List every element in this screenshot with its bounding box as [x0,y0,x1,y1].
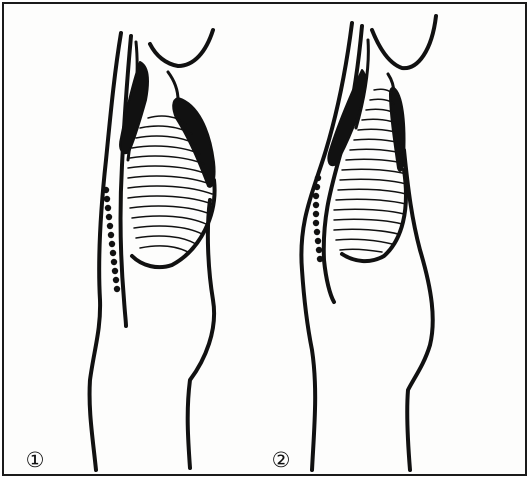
panel-1-spinous-processes [103,187,120,292]
panel-2-neck-outline [372,16,436,68]
panel-1-illustration [90,30,215,470]
panel-2-illustration [301,16,436,470]
panel-1-label: ① [22,448,48,474]
panel-2-label: ② [268,448,294,474]
panel-2-spinous-processes [313,175,323,262]
panel-1-spine-line [121,36,131,326]
panel-1-breast-contour [132,180,215,267]
panel-2-front-body-outline [404,150,433,470]
panel-2-breast-contour [342,170,406,261]
panel-1-neck-outline [150,30,213,66]
panel-1-throat-line [168,72,178,100]
panel-2-back-outline [301,23,352,470]
panel-2-anterior-band [390,88,405,171]
panel-1-back-outline [90,33,121,470]
